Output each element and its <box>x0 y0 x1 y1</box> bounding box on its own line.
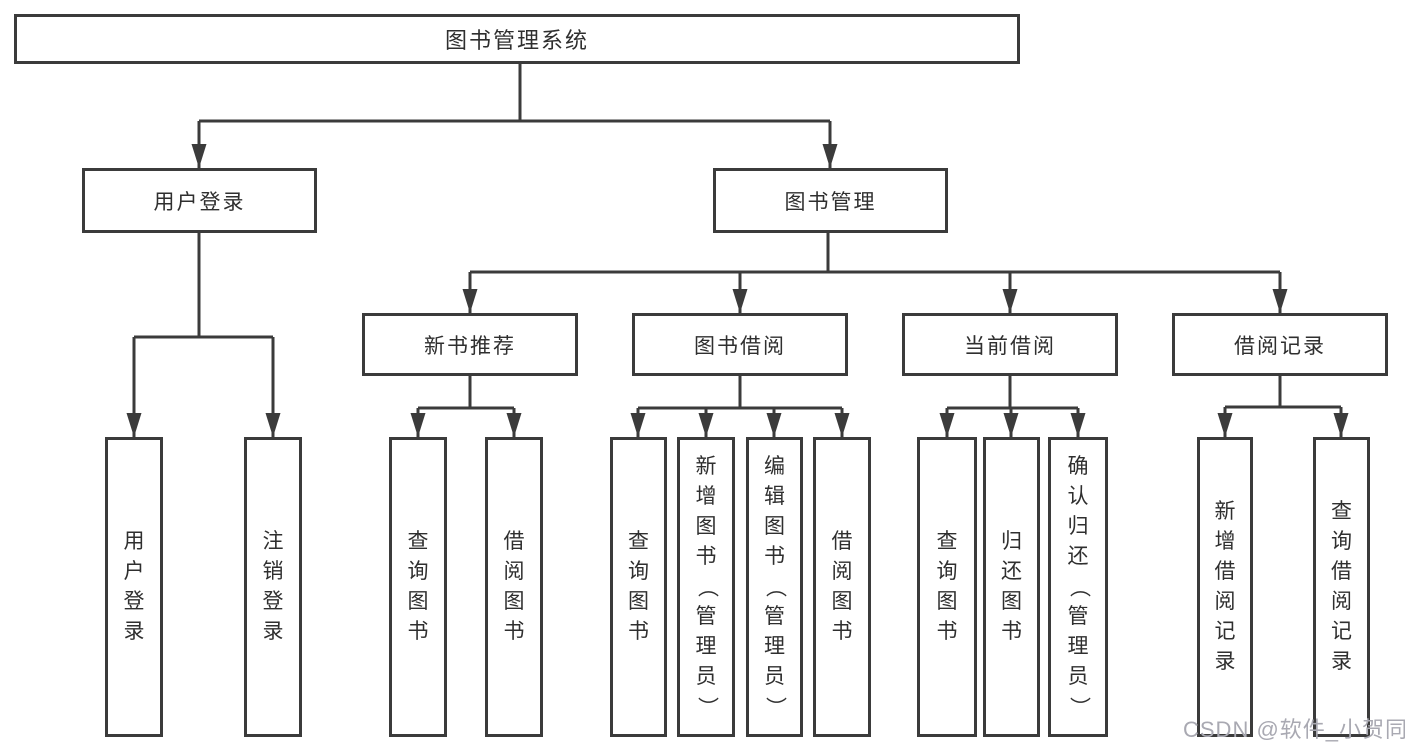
node-borrow-record: 借阅记录 <box>1172 313 1388 376</box>
node-book-borrow: 图书借阅 <box>632 313 848 376</box>
leaf-add-book-admin: 新增图书（管理员） <box>677 437 735 737</box>
node-new-book-recommend: 新书推荐 <box>362 313 578 376</box>
leaf-borrow-book-recommend: 借阅图书 <box>485 437 543 737</box>
node-root-system: 图书管理系统 <box>14 14 1020 64</box>
leaf-user-login: 用户登录 <box>105 437 163 737</box>
node-user-login-branch: 用户登录 <box>82 168 317 233</box>
csdn-watermark: CSDN @软件_小贺同学 <box>1183 717 1405 742</box>
leaf-edit-book-admin: 编辑图书（管理员） <box>746 437 803 737</box>
leaf-query-book-borrow: 查询图书 <box>610 437 667 737</box>
node-current-borrow: 当前借阅 <box>902 313 1118 376</box>
node-book-management-branch: 图书管理 <box>713 168 948 233</box>
leaf-logout: 注销登录 <box>244 437 302 737</box>
leaf-confirm-return-admin: 确认归还（管理员） <box>1048 437 1108 737</box>
leaf-return-book: 归还图书 <box>983 437 1040 737</box>
leaf-query-book-recommend: 查询图书 <box>389 437 447 737</box>
leaf-query-borrow-record: 查询借阅记录 <box>1313 437 1370 737</box>
leaf-borrow-book: 借阅图书 <box>813 437 871 737</box>
leaf-add-borrow-record: 新增借阅记录 <box>1197 437 1253 737</box>
leaf-query-book-current: 查询图书 <box>917 437 977 737</box>
